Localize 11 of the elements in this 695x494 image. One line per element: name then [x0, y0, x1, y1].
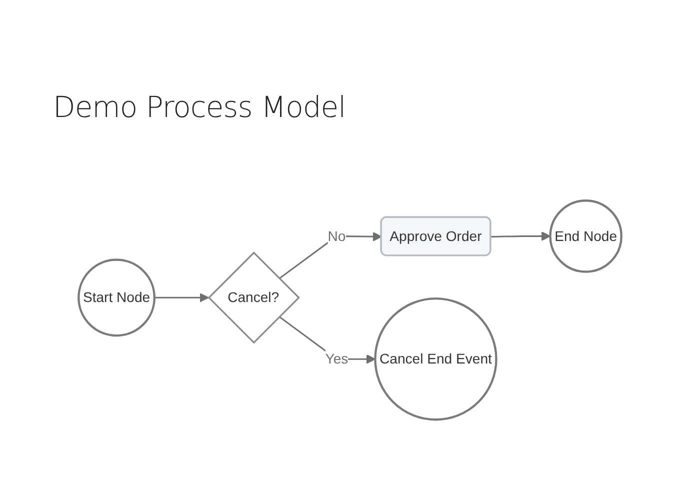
edge-label: No [328, 228, 346, 244]
arrow [278, 316, 376, 364]
arrow [154, 292, 209, 302]
node-diamond: Cancel? [208, 251, 300, 344]
arrow [490, 231, 551, 241]
node-circle: Start Node [78, 258, 156, 336]
edge-label: Yes [325, 350, 348, 367]
node-circle: End Node [549, 199, 622, 273]
node-circle: Cancel End Event [374, 297, 498, 421]
arrow [278, 232, 382, 280]
page-title: Demo Process Model [53, 90, 346, 124]
